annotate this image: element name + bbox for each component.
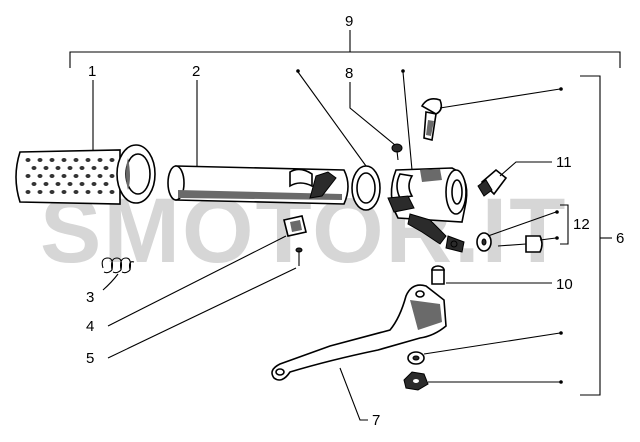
- leader-lower-washer: [423, 332, 561, 355]
- nipple-block-part: [283, 215, 307, 237]
- label-9: 9: [345, 13, 353, 30]
- label-2: 2: [192, 63, 200, 80]
- ref-dot-lower-nut: [559, 380, 563, 384]
- washer-12-part: [476, 232, 492, 252]
- label-5: 5: [86, 350, 94, 367]
- label-1: 1: [88, 63, 96, 80]
- bracket-9: [69, 30, 621, 68]
- bracket-12: [560, 204, 569, 245]
- upper-bolt-part: [420, 98, 443, 141]
- label-4: 4: [86, 318, 94, 335]
- leader-3: [102, 273, 119, 291]
- lever-part: [271, 284, 447, 381]
- label-3: 3: [86, 289, 94, 306]
- label-11: 11: [556, 154, 572, 171]
- leader-12a: [487, 211, 557, 237]
- ref-dot-upper-bolt: [559, 87, 563, 91]
- screw-12-part: [497, 235, 543, 253]
- leader-washer: [297, 71, 367, 167]
- leader-5: [107, 267, 297, 359]
- leader-12b: [539, 237, 557, 241]
- label-6: 6: [616, 230, 624, 247]
- lower-washer-part: [407, 351, 425, 365]
- leader-11: [499, 161, 552, 177]
- lower-nut-part: [403, 371, 429, 391]
- ref-dot-housing: [401, 69, 405, 73]
- leader-upper-bolt: [439, 88, 561, 109]
- label-8: 8: [345, 65, 353, 82]
- leader-8: [349, 82, 396, 146]
- label-10: 10: [556, 276, 573, 293]
- tube-part: [167, 165, 349, 205]
- lever-housing-part: [387, 167, 468, 253]
- ref-dot-12b: [555, 236, 559, 240]
- small-bolt-part: [391, 143, 403, 161]
- leader-4: [107, 235, 287, 327]
- grip-texture: [25, 158, 115, 194]
- ref-dot-lower-washer: [559, 331, 563, 335]
- ref-dot-12a: [555, 210, 559, 214]
- pivot-pin-part: [431, 265, 445, 285]
- ref-dot-washer: [296, 69, 300, 73]
- grip-part: [15, 144, 156, 205]
- label-7: 7: [372, 412, 380, 429]
- washer-ring-part: [351, 165, 381, 211]
- bracket-6: [580, 75, 612, 396]
- screw-part: [295, 247, 303, 266]
- spring-part: [101, 257, 135, 274]
- leader-7: [339, 367, 368, 421]
- label-12: 12: [573, 216, 590, 233]
- leader-housing: [402, 71, 413, 171]
